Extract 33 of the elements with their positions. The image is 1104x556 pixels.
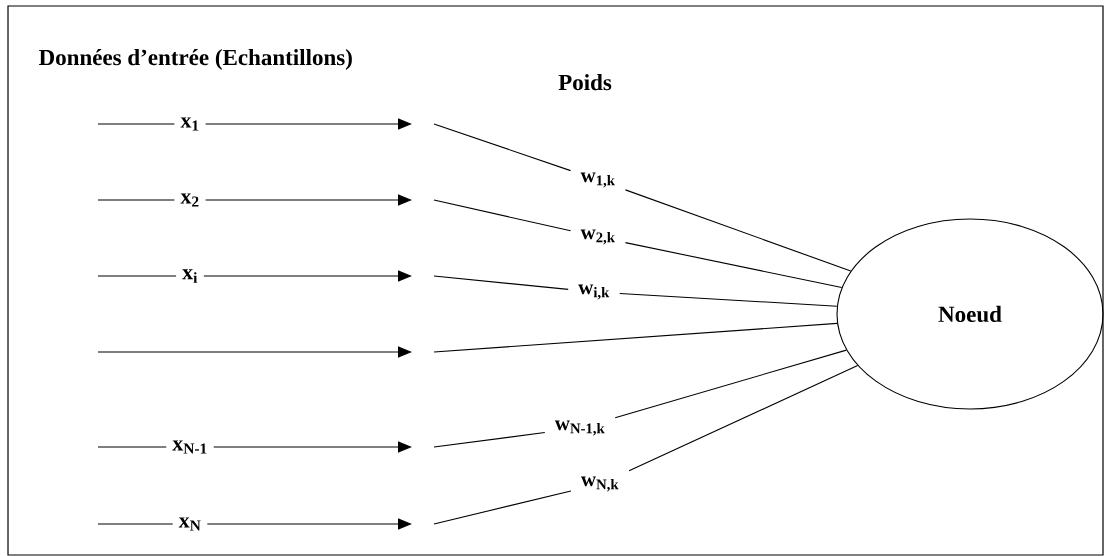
input-label: x$_{i}$ [182,269,198,283]
weight-label: w$_{1,k}$ [580,172,615,188]
input-label: x$_{1}$ [180,117,199,131]
arrow [206,518,412,530]
connector-line [433,432,546,448]
connector-line [624,242,843,288]
connector-line [433,322,838,353]
connector-line [433,199,572,232]
connector-line [433,275,569,290]
connector-line [624,189,852,272]
title: Données d’entrée (Echantillons) [38,49,352,70]
connector-line [97,123,175,125]
connector-line [97,199,175,201]
input-label: x$_{2}$ [180,193,199,207]
input-label: x$_{N}$ [178,517,201,531]
connector-line [97,275,177,277]
connector-line [619,292,838,307]
connector-line [433,490,572,525]
connector-line [433,123,572,172]
input-label: x$_{N-1}$ [172,440,207,454]
connector-line [97,523,174,525]
arrow [205,118,412,130]
connector-line [628,365,859,472]
weight-label: w$_{N-1,k}$ [554,420,605,436]
connector-line [97,446,167,448]
arrow [213,441,412,453]
arrow [205,194,412,206]
weight-label: w$_{2,k}$ [580,229,615,245]
arrow [203,270,412,282]
weight-label: w$_{i,k}$ [578,284,610,300]
weight-label: w$_{N,k}$ [581,476,619,492]
connector-line [614,349,847,419]
column-heading: Poids [558,74,612,91]
